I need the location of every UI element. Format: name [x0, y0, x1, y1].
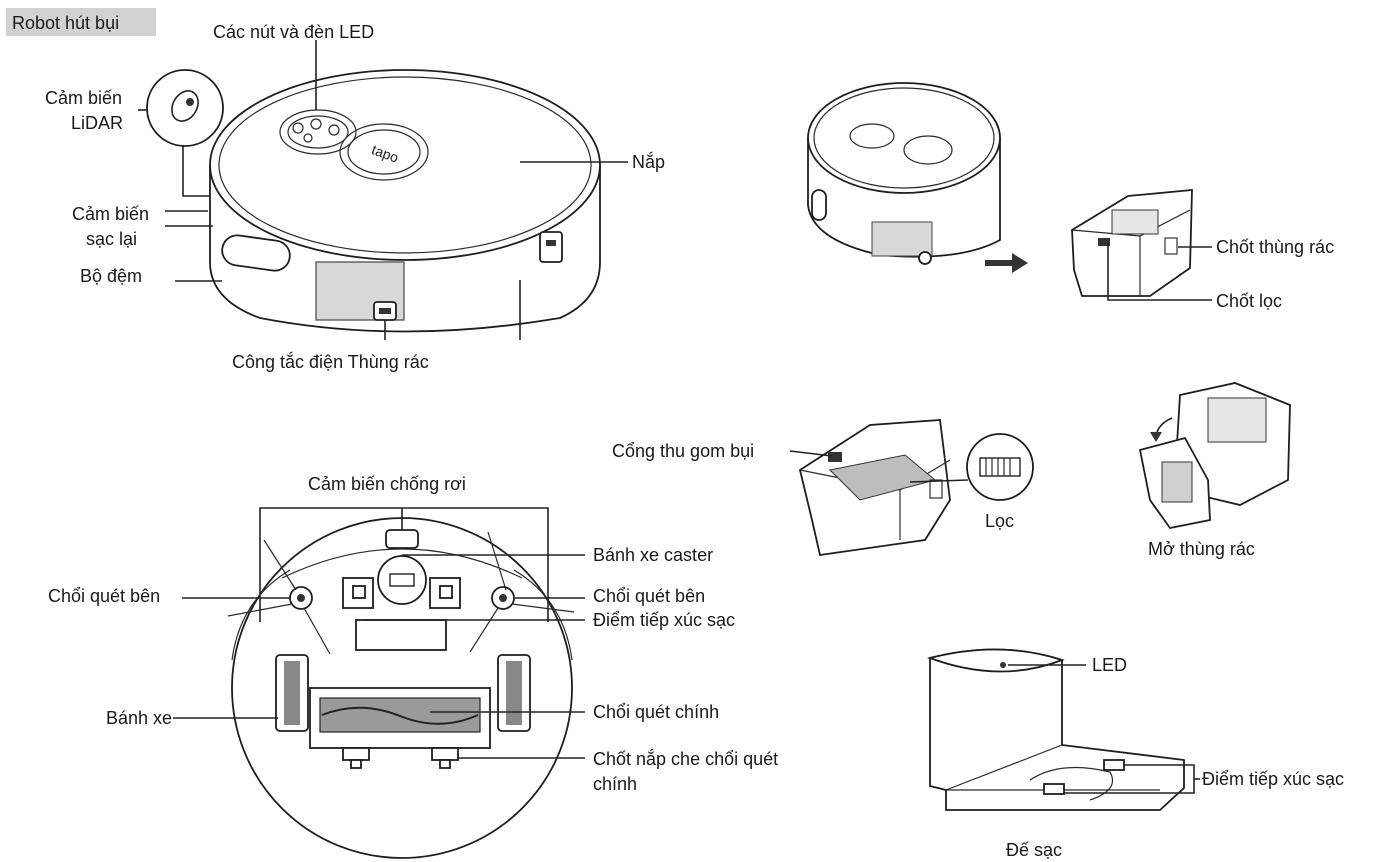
label-power-dustbin: Công tắc điện Thùng rác [232, 351, 429, 372]
label-dust-port: Cổng thu gom bụi [612, 441, 754, 461]
label-dustbin-latch: Chốt thùng rác [1216, 237, 1334, 257]
label-main-brush: Chổi quét chính [593, 702, 719, 722]
label-dock-contacts: Điểm tiếp xúc sạc [1202, 769, 1344, 789]
label-open-bin: Mở thùng rác [1148, 539, 1255, 559]
robot-top-view: tapo [138, 40, 628, 340]
label-recharge-2: sạc lại [86, 229, 137, 249]
label-bumper: Bộ đệm [80, 266, 142, 286]
charging-dock [926, 648, 1200, 811]
robot-bottom-view [173, 507, 585, 859]
label-dock-led: LED [1092, 655, 1127, 675]
robot-dustbin-removal [807, 82, 1212, 301]
label-caster-wheel: Bánh xe caster [593, 545, 713, 565]
section-title-tab: Robot hút bụi [6, 8, 156, 36]
label-filter-latch: Chốt lọc [1216, 291, 1282, 311]
label-buttons-led: Các nút và đèn LED [213, 22, 374, 42]
label-wheel: Bánh xe [106, 708, 172, 728]
label-filter: Lọc [985, 511, 1014, 531]
label-side-brush-left: Chổi quét bên [48, 586, 160, 606]
section-title: Robot hút bụi [12, 13, 119, 33]
label-main-brush-cover-2: chính [593, 774, 637, 794]
label-charging-contacts: Điểm tiếp xúc sạc [593, 610, 735, 630]
label-cliff-sensor: Cảm biến chống rơi [308, 474, 466, 494]
label-lidar-1: Cảm biến [45, 88, 122, 108]
label-dock-name: Đế sạc [1006, 840, 1062, 860]
label-side-brush-right: Chổi quét bên [593, 586, 705, 606]
label-lid: Nắp [632, 151, 665, 172]
label-lidar-2: LiDAR [71, 113, 123, 133]
dustbin-detail [789, 382, 1291, 557]
label-main-brush-cover-1: Chốt nắp che chổi quét [593, 748, 778, 769]
label-recharge-1: Cảm biến [72, 204, 149, 224]
